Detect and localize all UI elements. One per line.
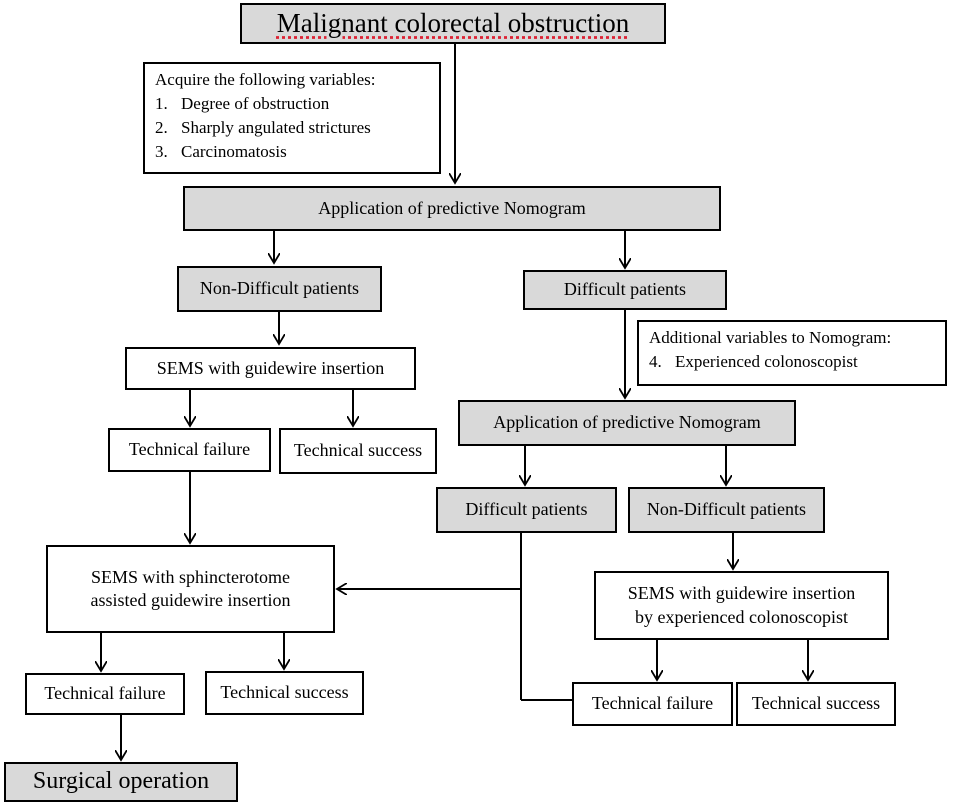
sems-guidewire1-node: SEMS with guidewire insertion [125,347,416,390]
start-node: Malignant colorectal obstruction [240,3,666,44]
acquire-variables-list: 1.Degree of obstruction 2.Sharply angula… [155,92,429,164]
acquire-variables-box: Acquire the following variables: 1.Degre… [143,62,441,174]
additional-variables-title: Additional variables to Nomogram: [649,328,892,347]
additional-variable-item: 4.Experienced colonoscopist [649,352,858,371]
success1-node: Technical success [279,428,437,474]
acquire-variable-item: 3.Carcinomatosis [155,142,287,161]
failure3-node: Technical failure [572,682,733,726]
acquire-variable-item: 1.Degree of obstruction [155,94,330,113]
sems-experienced-node: SEMS with guidewire insertion by experie… [594,571,889,640]
nondifficult2-node: Non-Difficult patients [628,487,825,533]
success3-node: Technical success [736,682,896,726]
start-label: Malignant colorectal obstruction [276,7,630,38]
additional-variables-box: Additional variables to Nomogram: 4.Expe… [637,320,947,386]
sems-sphincterotome-node: SEMS with sphincterotome assisted guidew… [46,545,335,633]
failure2-node: Technical failure [25,673,185,715]
difficult1-node: Difficult patients [523,270,727,310]
acquire-variable-item: 2.Sharply angulated strictures [155,118,371,137]
surgery-node: Surgical operation [4,762,238,802]
nomogram1-node: Application of predictive Nomogram [183,186,721,231]
nondifficult1-node: Non-Difficult patients [177,266,382,312]
acquire-variables-title: Acquire the following variables: [155,70,376,89]
failure1-node: Technical failure [108,428,271,472]
additional-variables-list: 4.Experienced colonoscopist [649,350,935,374]
success2-node: Technical success [205,671,364,715]
difficult2-node: Difficult patients [436,487,617,533]
nomogram2-node: Application of predictive Nomogram [458,400,796,446]
